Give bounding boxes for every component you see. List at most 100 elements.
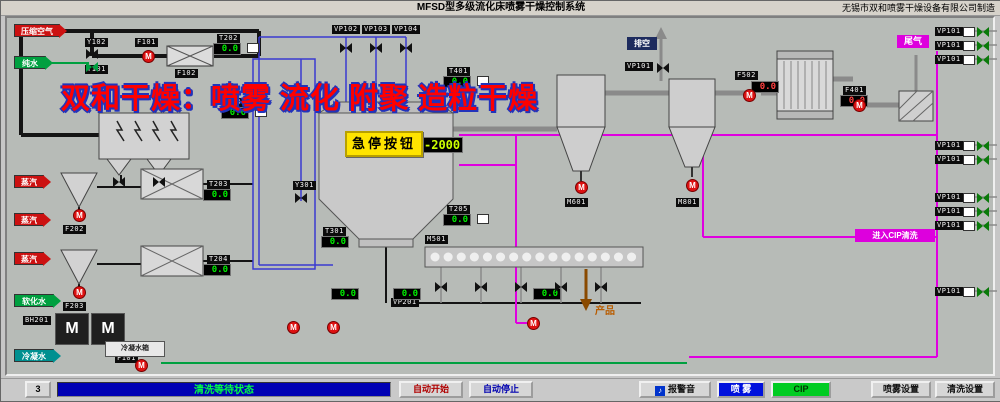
valve-icon[interactable] [400,43,412,53]
motor-icon: M [287,321,300,334]
tag-plate: F203 [63,302,86,311]
spray-settings-button[interactable]: 喷雾设置 [871,381,931,398]
setpoint-box[interactable] [963,207,975,217]
valve-icon[interactable] [435,282,447,292]
tag-plate: VP101 [935,193,963,202]
supply-tag: 蒸汽 [14,213,51,227]
valve-icon[interactable] [515,282,527,292]
setpoint-box[interactable] [477,214,489,224]
valve-icon[interactable] [657,63,669,73]
tag-plate: Y102 [85,38,108,47]
digital-readout: 0.0 [443,214,471,226]
misc-label: 进入CIP清洗 [855,229,935,242]
tag-plate: M601 [565,198,588,207]
setpoint-box[interactable] [963,27,975,37]
tag-plate: VP101 [935,155,963,164]
watermark-text: 双和干燥：喷雾 流化 附聚 造粒干燥 [61,83,539,115]
valve-icon[interactable] [977,193,989,203]
status-display: 清洗等待状态 [57,382,391,397]
setpoint-box[interactable] [247,43,259,53]
tag-plate: T202 [217,34,240,43]
tag-plate: VP103 [362,25,390,34]
digital-readout: 0.0 [203,264,231,276]
clean-settings-button[interactable]: 清洗设置 [935,381,995,398]
motor-icon: M [135,359,148,372]
valve-icon[interactable] [977,27,989,37]
misc-label: 尾气 [897,35,929,48]
tag-plate: VP101 [935,55,963,64]
digital-readout: 0.0 [203,189,231,201]
emergency-stop-button[interactable]: 急停按钮 [345,131,423,157]
tag-plate: F502 [735,71,758,80]
supply-tag: 蒸汽 [14,252,51,266]
setpoint-box[interactable] [963,155,975,165]
supply-arrow-icon [43,213,58,227]
supply-tag: 软化水 [14,294,61,308]
valve-icon[interactable] [113,177,125,187]
valve-icon[interactable] [295,193,307,203]
setpoint-box[interactable] [963,55,975,65]
valve-icon[interactable] [555,282,567,292]
alarm-mute-button[interactable]: ♪报警音 [639,381,711,398]
title-bar: MFSD型多级流化床喷雾干燥控制系统 无锡市双和喷雾干燥设备有限公司制造 [1,1,1000,16]
supply-arrow-icon [45,56,60,70]
manufacturer-label: 无锡市双和喷雾干燥设备有限公司制造 [841,3,995,13]
valve-icon[interactable] [977,55,989,65]
motor-icon: M [686,179,699,192]
valve-icon[interactable] [370,43,382,53]
tag-plate: Y301 [293,181,316,190]
setpoint-box[interactable] [963,41,975,51]
valve-icon[interactable] [153,177,165,187]
misc-label: 排空 [627,37,657,50]
valve-icon[interactable] [86,49,98,59]
alarm-sound-icon: ♪ [654,386,665,396]
supply-tag: 压缩空气 [14,24,67,38]
setpoint-box[interactable] [963,287,975,297]
supply-tag: 纯水 [14,56,53,70]
valve-icon[interactable] [977,141,989,151]
page-select-button[interactable]: 3 [25,381,51,398]
tag-plate: VP101 [935,27,963,36]
setpoint-box[interactable] [963,221,975,231]
auto-start-button[interactable]: 自动开始 [399,381,463,398]
control-bar: 3 清洗等待状态 自动开始自动停止 ♪报警音喷 雾 CIP 喷雾设置清洗设置 [1,378,1000,401]
auto-stop-button[interactable]: 自动停止 [469,381,533,398]
valve-icon[interactable] [340,43,352,53]
valve-icon[interactable] [86,62,98,72]
cip-button[interactable]: CIP [771,381,831,398]
tag-plate: T204 [207,255,230,264]
valve-icon[interactable] [977,207,989,217]
digital-readout: 0.0 [321,236,349,248]
tag-plate: VP102 [332,25,360,34]
valve-icon[interactable] [977,221,989,231]
spray-button[interactable]: 喷 雾 [717,381,765,398]
misc-label: M [55,313,89,345]
tag-plate: T203 [207,180,230,189]
setpoint-box[interactable] [963,193,975,203]
digital-readout: 0.0 [331,288,359,300]
digital-readout: -2000 [421,137,464,153]
motor-icon: M [527,317,540,330]
motor-icon: M [575,181,588,194]
tag-plate: VP101 [625,62,653,71]
tag-plate: VP101 [935,141,963,150]
motor-icon: M [743,89,756,102]
tag-plate: F401 [843,86,866,95]
tag-plate: VP101 [935,287,963,296]
window-title: MFSD型多级流化床喷雾干燥控制系统 [416,2,586,13]
valve-icon[interactable] [595,282,607,292]
setpoint-box[interactable] [963,141,975,151]
tag-plate: M801 [676,198,699,207]
motor-icon: M [327,321,340,334]
valve-icon[interactable] [977,155,989,165]
tag-plate: F202 [63,225,86,234]
tag-plate: T301 [323,227,346,236]
valve-icon[interactable] [977,287,989,297]
tag-plate: VP101 [935,221,963,230]
digital-readout: 0.0 [393,288,421,300]
valve-icon[interactable] [977,41,989,51]
valve-icon[interactable] [475,282,487,292]
motor-icon: M [853,99,866,112]
